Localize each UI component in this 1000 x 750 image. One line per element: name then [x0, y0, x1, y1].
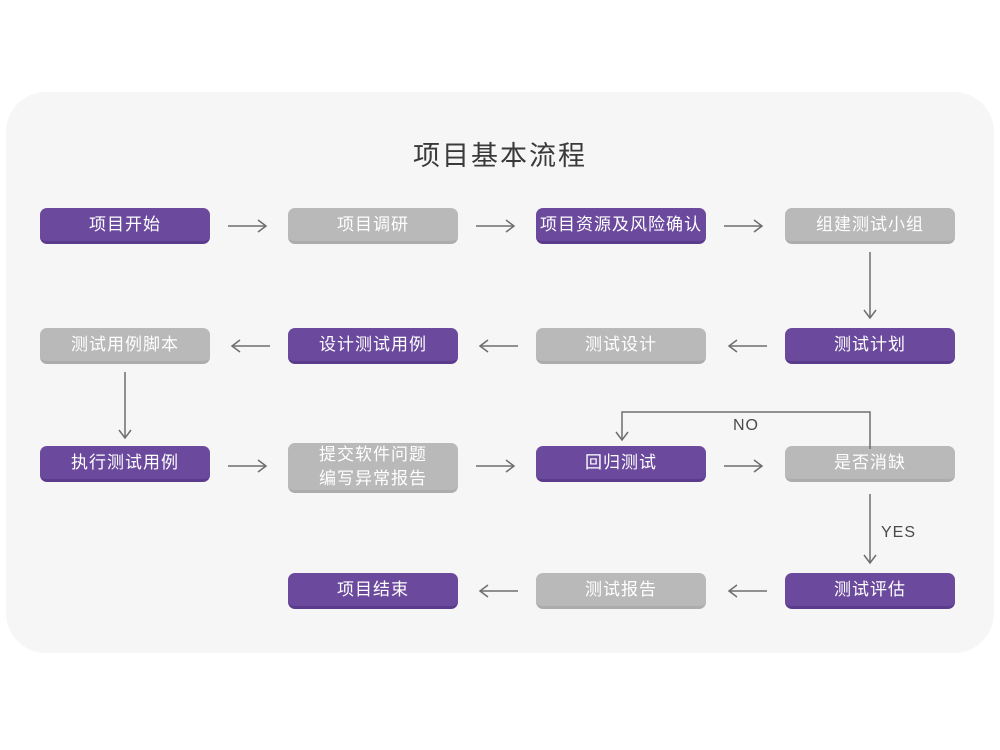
node-regression-test: 回归测试 — [536, 446, 706, 482]
node-test-case-script: 测试用例脚本 — [40, 328, 210, 364]
node-project-research: 项目调研 — [288, 208, 458, 244]
diagram-title: 项目基本流程 — [413, 141, 587, 171]
node-resource-risk-confirm: 项目资源及风险确认 — [536, 208, 706, 244]
node-project-start: 项目开始 — [40, 208, 210, 244]
flowchart-card-background — [6, 92, 994, 653]
node-test-report: 测试报告 — [536, 573, 706, 609]
edge-label-yes: YES — [881, 524, 917, 541]
edge-label-no: NO — [733, 417, 759, 434]
node-design-test-cases: 设计测试用例 — [288, 328, 458, 364]
node-defect-cleared: 是否消缺 — [785, 446, 955, 482]
node-build-test-team: 组建测试小组 — [785, 208, 955, 244]
node-submit-issue-report: 提交软件问题 编写异常报告 — [288, 443, 458, 493]
node-execute-test-cases: 执行测试用例 — [40, 446, 210, 482]
node-test-evaluation: 测试评估 — [785, 573, 955, 609]
node-test-plan: 测试计划 — [785, 328, 955, 364]
node-test-design: 测试设计 — [536, 328, 706, 364]
node-project-end: 项目结束 — [288, 573, 458, 609]
